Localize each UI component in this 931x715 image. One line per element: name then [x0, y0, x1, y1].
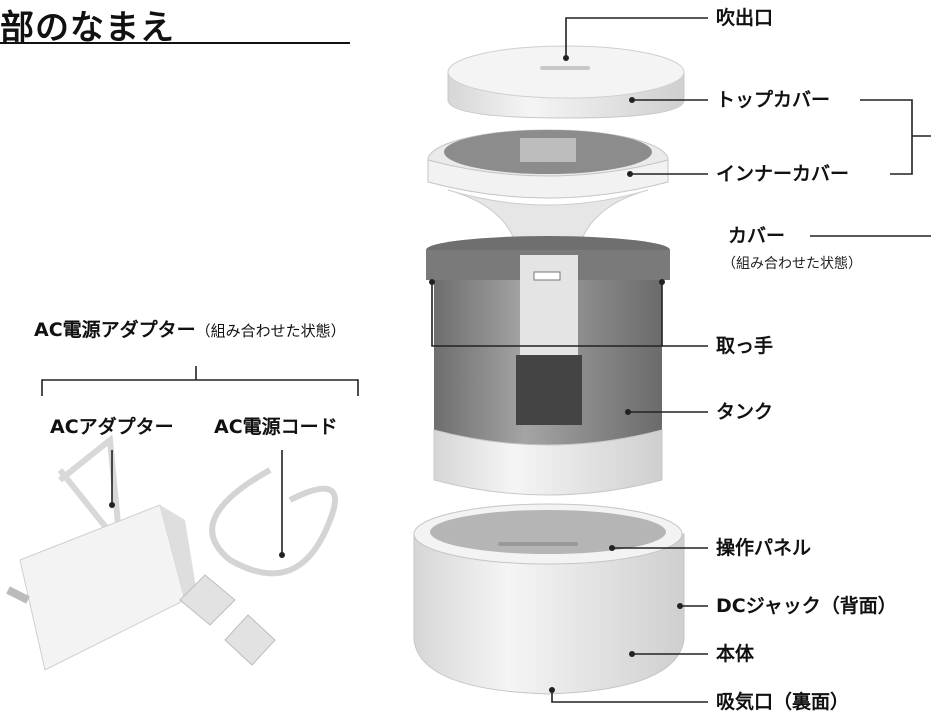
tank-illustration: [426, 236, 670, 496]
label-top-cover: トップカバー: [716, 89, 831, 111]
leader-dot-intake: [549, 687, 555, 693]
leader-dot-inner-cover: [627, 171, 633, 177]
label-handle: 取っ手: [716, 335, 774, 357]
label-adapter-group: AC電源アダプター（組み合わせた状態）: [34, 321, 346, 340]
leader-dot-outlet: [563, 55, 569, 61]
leader-intake: [551, 690, 708, 703]
top-cover-illustration: [447, 45, 685, 119]
leader-dot-tank: [625, 409, 631, 415]
label-tank: タンク: [716, 401, 774, 423]
adapter-group-note: （組み合わせた状態）: [195, 322, 346, 340]
label-body: 本体: [716, 643, 755, 665]
leader-dot-handle-right: [659, 279, 665, 285]
leader-dot-ac-adapter: [109, 502, 115, 508]
leader-handle: [431, 282, 663, 347]
label-dc-jack: DCジャック（背面）: [716, 595, 897, 617]
label-ac-cord: AC電源コード: [214, 416, 338, 438]
leader-lines: [41, 17, 931, 703]
page-title: 部のなまえ: [0, 8, 175, 48]
label-cover: カバー: [728, 225, 786, 247]
leader-dot-handle-left: [429, 279, 435, 285]
bracket-cover: [860, 99, 913, 175]
leader-dot-panel: [609, 545, 615, 551]
ac-adapter-illustration: [6, 434, 200, 671]
label-cover-note: （組み合わせた状態）: [722, 256, 862, 272]
leader-dot-dc-jack: [677, 603, 683, 609]
label-panel: 操作パネル: [716, 537, 812, 559]
adapter-group-title: AC電源アダプター: [34, 319, 196, 341]
label-intake: 吸気口（裏面）: [716, 691, 850, 713]
label-ac-adapter: ACアダプター: [50, 416, 174, 438]
leader-outlet: [565, 17, 708, 58]
ac-cord-illustration: [179, 467, 338, 666]
leader-dot-ac-cord: [279, 552, 285, 558]
inner-cover-illustration: [427, 129, 669, 271]
leader-dot-body: [629, 651, 635, 657]
title-underline: [0, 42, 350, 44]
label-inner-cover: インナーカバー: [716, 163, 850, 185]
leader-dot-top-cover: [629, 97, 635, 103]
main-body-illustration: [413, 503, 685, 695]
label-outlet: 吹出口: [716, 7, 774, 29]
bracket-adapter: [41, 379, 359, 396]
